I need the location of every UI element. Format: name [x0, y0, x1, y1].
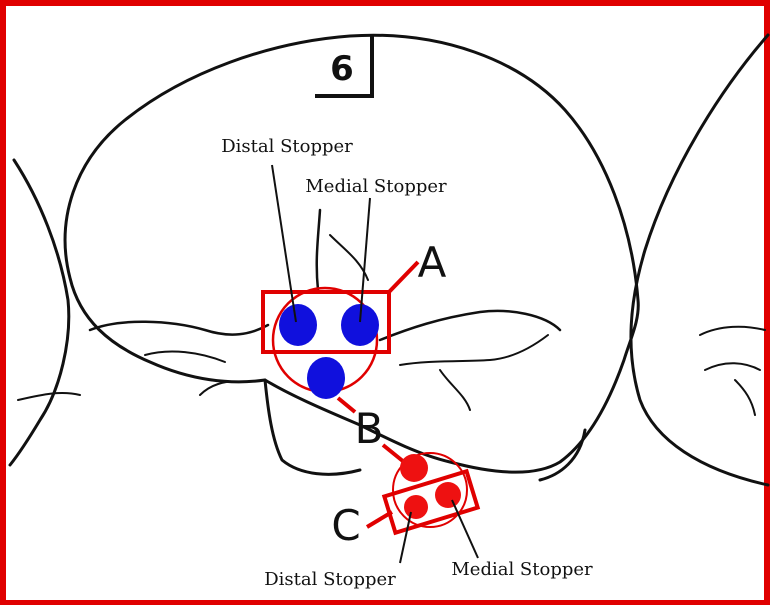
- groove-top: [317, 210, 320, 290]
- label-medial-stopper-upper: Medial Stopper: [305, 176, 447, 197]
- groove-right-2: [400, 335, 548, 365]
- red-stopper-upper: [400, 454, 428, 482]
- groove-lower-left: [200, 382, 240, 395]
- label-A: A: [418, 238, 447, 287]
- tooth-number-marker: 6: [315, 34, 372, 96]
- label-distal-stopper-lower: Distal Stopper: [264, 569, 396, 590]
- leader-B: [338, 398, 355, 412]
- frame-border: [3, 3, 767, 603]
- blue-stopper-lower: [307, 357, 345, 399]
- left-tooth-outline: [10, 160, 69, 465]
- groove-top-2: [330, 235, 368, 280]
- label-distal-stopper-upper: Distal Stopper: [221, 136, 353, 157]
- right-tooth-groove-2: [705, 363, 760, 370]
- tooth-number: 6: [330, 49, 354, 89]
- red-stopper-distal: [404, 495, 428, 519]
- label-B: B: [355, 404, 384, 453]
- groove-right: [380, 311, 560, 340]
- lower-cusp-outline: [265, 380, 360, 474]
- leader-B-to-C: [383, 445, 404, 462]
- red-stopper-medial: [435, 482, 461, 508]
- pointer-medial-upper: [360, 198, 370, 322]
- leader-A: [389, 262, 418, 292]
- label-medial-stopper-lower: Medial Stopper: [451, 559, 593, 580]
- groove-left: [90, 322, 268, 335]
- right-tooth-groove-3: [735, 380, 755, 415]
- groove-lower-right: [440, 370, 470, 410]
- distal-lower-outline: [540, 430, 585, 480]
- box-C: [384, 471, 477, 532]
- left-tooth-groove: [18, 393, 80, 400]
- tooth-outlines: [10, 35, 768, 485]
- leader-C: [367, 512, 392, 527]
- right-tooth-outline: [631, 35, 768, 485]
- pointer-distal-upper: [272, 165, 296, 322]
- pointer-distal-lower: [400, 512, 411, 563]
- blue-stopper-distal: [279, 304, 317, 346]
- groove-left-2: [145, 351, 225, 362]
- molar-crown-outline: [65, 35, 638, 472]
- label-C: C: [331, 501, 360, 550]
- stopper-group-upper: [263, 165, 418, 412]
- stopper-group-lower: [367, 445, 478, 563]
- right-tooth-groove: [700, 327, 765, 335]
